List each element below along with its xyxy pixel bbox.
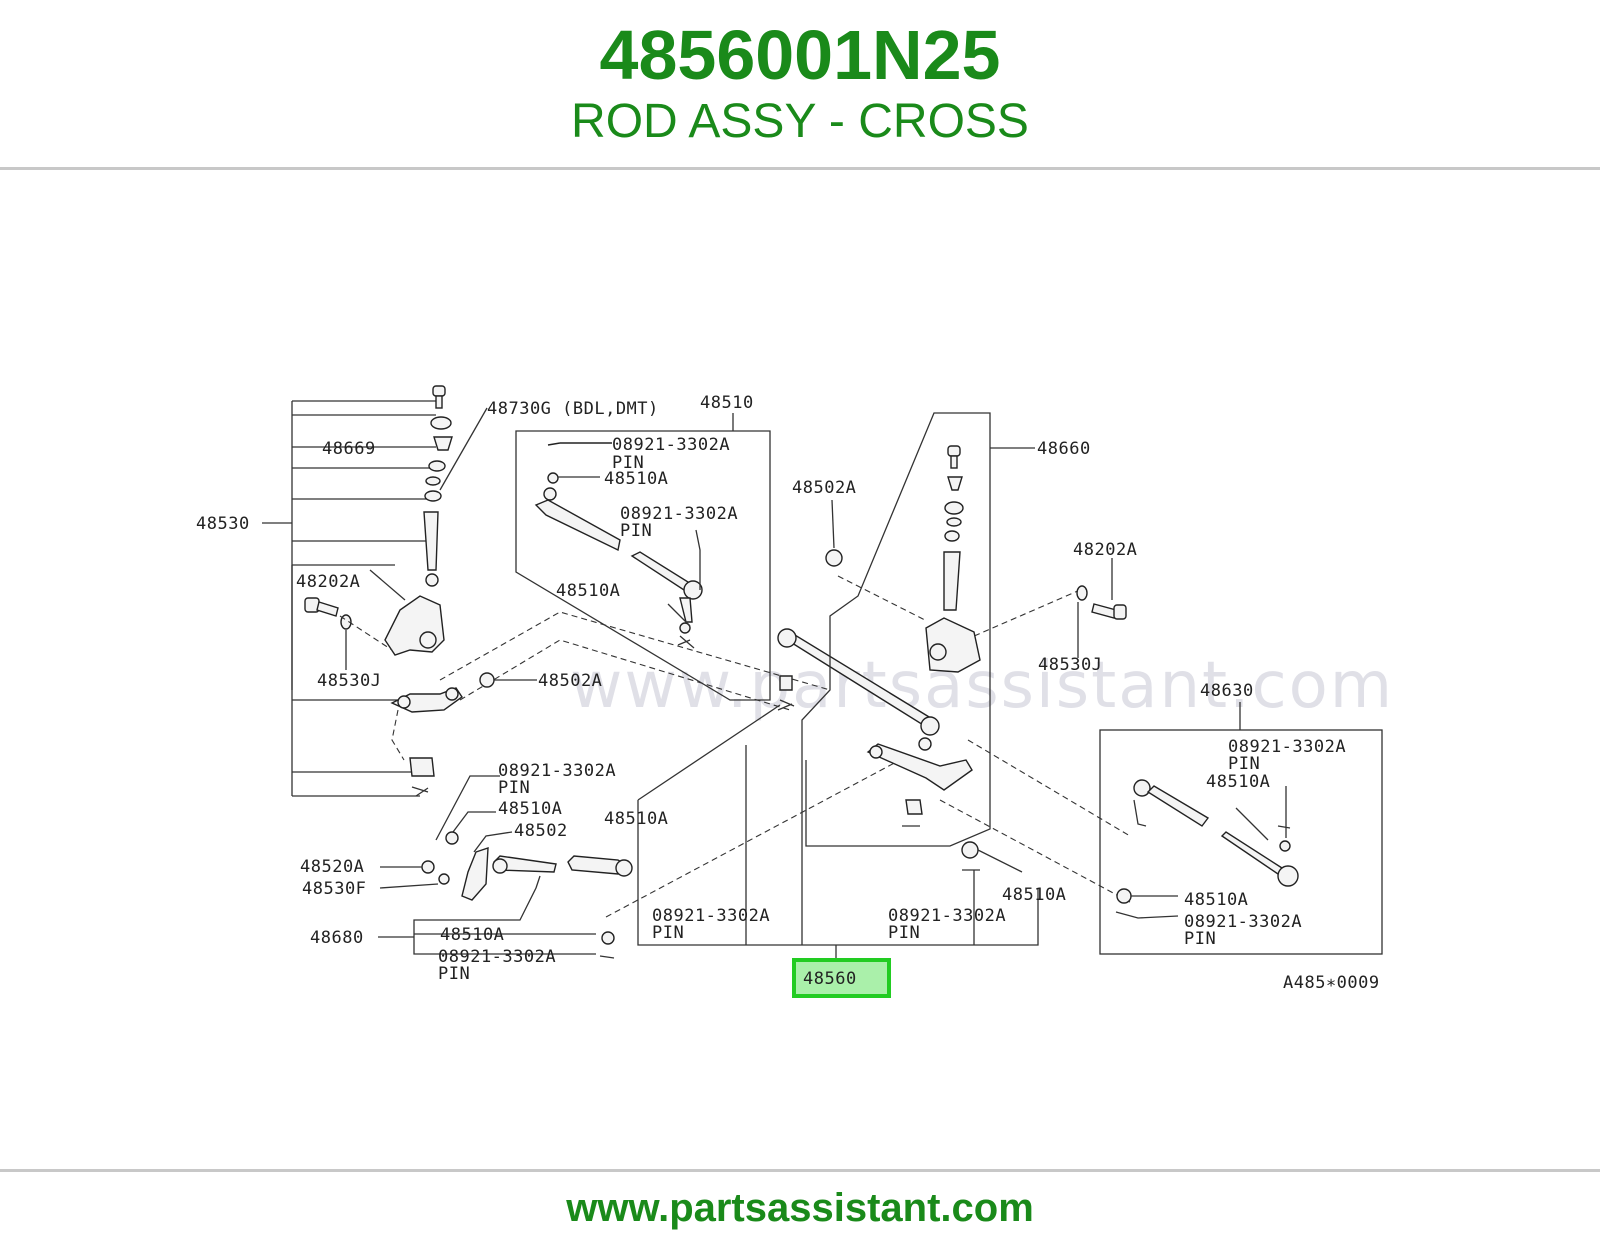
label-48530F: 48530F: [302, 879, 366, 899]
label-48202A-right: 48202A: [1073, 540, 1137, 560]
label-pin-a: PIN: [612, 453, 644, 473]
part-name-subtitle: ROD ASSY - CROSS: [571, 95, 1029, 148]
label-48502A-top: 48502A: [792, 478, 856, 498]
label-48510A-f: 48510A: [440, 925, 504, 945]
label-48510A-g: 48510A: [604, 809, 668, 829]
group-48630-box: [1099, 702, 1383, 955]
nut-48502A-top: [825, 549, 843, 567]
highlight-box-48560[interactable]: [792, 958, 891, 998]
label-48510A-c: 48510A: [1206, 772, 1270, 792]
label-08921-e: 08921-3302A: [498, 761, 616, 781]
watermark-text: www.partsassistant.com: [570, 649, 1394, 723]
label-48502A-mid: 48502A: [538, 671, 602, 691]
label-pin-d: PIN: [1184, 929, 1216, 949]
label-48510A-b: 48510A: [556, 581, 620, 601]
label-48680: 48680: [310, 928, 364, 948]
parts-diagram: www.partsassistant.com: [0, 170, 1600, 1170]
label-pin-b: PIN: [620, 521, 652, 541]
footer-divider: [0, 1169, 1600, 1172]
header-divider: [0, 167, 1600, 170]
label-48510A-a: 48510A: [604, 469, 668, 489]
footer-website-link[interactable]: www.partsassistant.com: [566, 1186, 1034, 1230]
pitman-arm-assembly-right: [866, 445, 1035, 873]
group-48510-box: [515, 413, 771, 701]
label-pin-h: PIN: [888, 923, 920, 943]
part-number-title: 4856001N25: [599, 16, 1001, 94]
label-pin-g: PIN: [652, 923, 684, 943]
label-48730G: 48730G (BDL,DMT): [487, 399, 659, 419]
idler-lower-arm: [390, 687, 463, 797]
label-48630: 48630: [1200, 681, 1254, 701]
label-48510A-h: 48510A: [1002, 885, 1066, 905]
bolt-48202A-right: [1076, 558, 1127, 658]
label-pin-e: PIN: [498, 778, 530, 798]
label-48510: 48510: [700, 393, 754, 413]
label-48530J-right: 48530J: [1038, 655, 1102, 675]
group-48680-linkage: [378, 775, 633, 959]
cross-rod-48560: [777, 628, 940, 751]
idler-arm-assembly-left: [384, 385, 453, 656]
label-08921-a: 08921-3302A: [612, 435, 730, 455]
label-48660: 48660: [1037, 439, 1091, 459]
steering-linkage-diagram: www.partsassistant.com: [180, 336, 1420, 1014]
label-48530J-left: 48530J: [317, 671, 381, 691]
label-48202A-left: 48202A: [296, 572, 360, 592]
page-header: 4856001N25 ROD ASSY - CROSS: [0, 0, 1600, 168]
label-08921-f: 08921-3302A: [438, 947, 556, 967]
label-08921-b: 08921-3302A: [620, 504, 738, 524]
label-pin-c: PIN: [1228, 754, 1260, 774]
label-pin-f: PIN: [438, 964, 470, 984]
nut-48502A-mid: [479, 672, 495, 688]
label-48510A-d: 48510A: [1184, 890, 1248, 910]
label-48530: 48530: [196, 514, 250, 534]
group-48530-leader: [262, 400, 436, 797]
label-48520A: 48520A: [300, 857, 364, 877]
drawing-code: A485∗0009: [1283, 973, 1380, 993]
label-48669: 48669: [322, 439, 376, 459]
label-08921-g: 08921-3302A: [652, 906, 770, 926]
part-label-48560[interactable]: 48560: [803, 969, 857, 989]
label-48510A-e: 48510A: [498, 799, 562, 819]
label-08921-h: 08921-3302A: [888, 906, 1006, 926]
diagram-canvas: [180, 336, 1420, 1014]
label-48502: 48502: [514, 821, 568, 841]
label-08921-c: 08921-3302A: [1228, 737, 1346, 757]
label-08921-d: 08921-3302A: [1184, 912, 1302, 932]
bolt-48202A-left: [304, 597, 352, 670]
